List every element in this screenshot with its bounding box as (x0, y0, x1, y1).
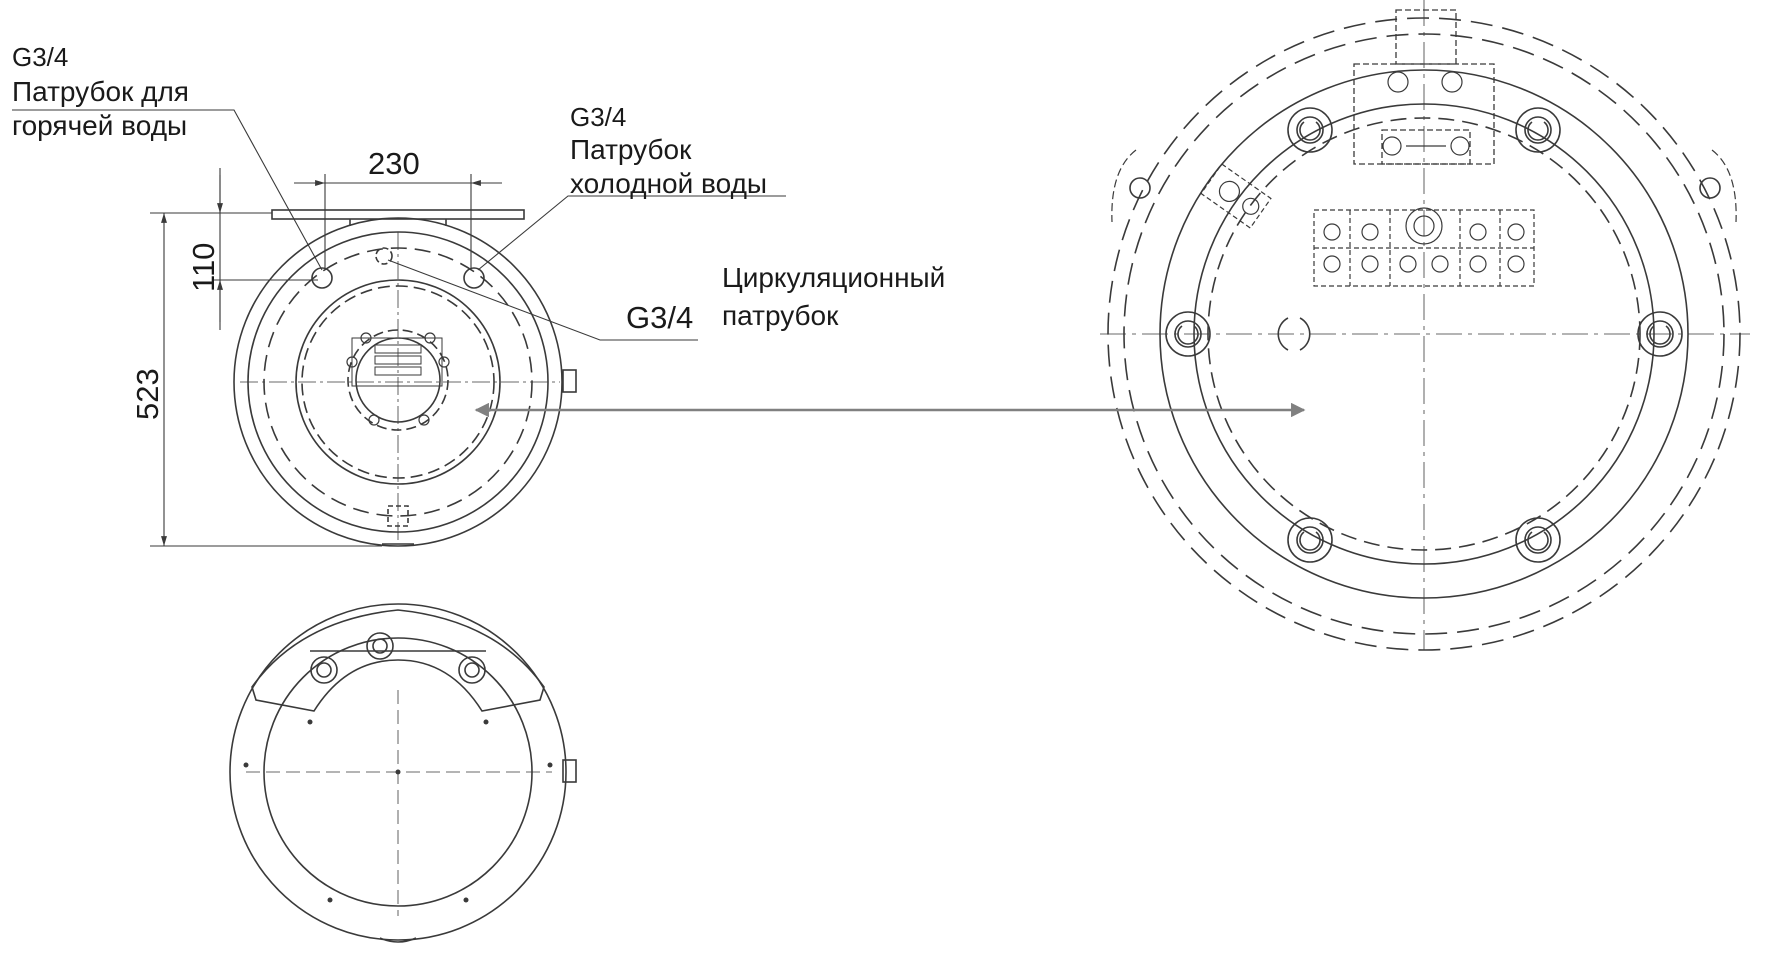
circulation-nozzle (375, 247, 393, 265)
flange-detail-view (1100, 0, 1750, 651)
dimension-110: 110 (186, 242, 221, 292)
top-view-outline (229, 603, 567, 941)
circulation-pipe-label-line1: Циркуляционный (722, 262, 946, 293)
cold-water-thread-label: G3/4 (570, 102, 627, 132)
front-view (233, 209, 577, 547)
back-plate (251, 609, 545, 712)
cold-water-pipe-label-line2: холодной воды (570, 168, 768, 199)
circulation-thread-label: G3/4 (626, 300, 694, 335)
terminal-block (1313, 209, 1535, 287)
hot-water-nozzle (311, 267, 333, 289)
cold-water-pipe-label-line1: Патрубок (570, 134, 692, 165)
flange-bolts (1165, 107, 1683, 563)
circulation-pipe-label-line2: патрубок (722, 300, 839, 331)
hot-water-pipe-label-line1: Патрубок для (12, 76, 189, 107)
hot-water-pipe-label-line2: горячей воды (12, 110, 188, 141)
dimension-230: 230 (368, 146, 420, 181)
hot-water-thread-label: G3/4 (12, 42, 69, 72)
top-view (229, 603, 577, 943)
dimension-lines (12, 109, 786, 547)
tank-body-outline (233, 217, 563, 547)
cold-water-nozzle (463, 267, 485, 289)
mounting-bracket (271, 209, 525, 220)
dimension-523: 523 (130, 368, 165, 420)
